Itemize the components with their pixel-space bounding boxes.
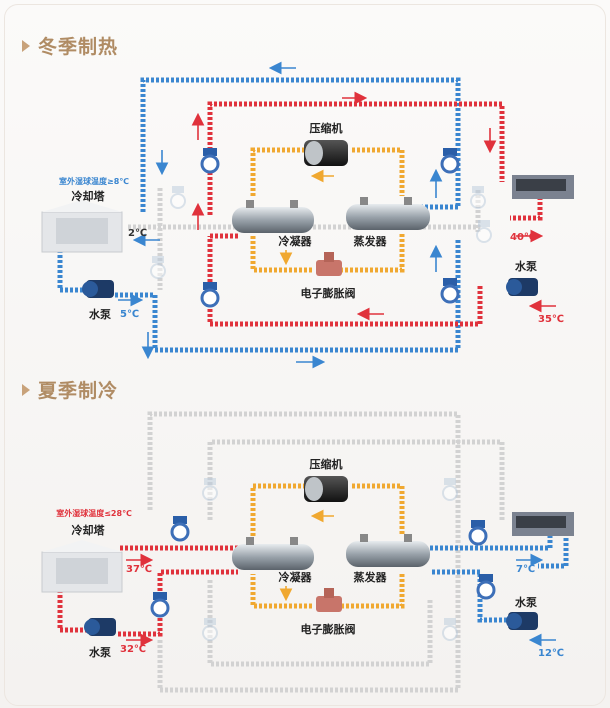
temp-label: 7℃ [516,564,535,575]
summer-idle-pipes [147,411,505,693]
compressor-label: 压缩机 [310,121,343,135]
temp-label: 35℃ [538,314,564,325]
summer-cooling-tower: 室外湿球温度≤28℃ 冷却塔 [41,508,132,593]
butterfly-valve-icon [170,516,190,542]
idle-valve-icon [442,478,458,501]
summer-compressor: 压缩机 [304,457,348,502]
frame-border [4,4,606,706]
winter-condenser: 冷凝器 [232,200,314,248]
winter-flow-arrows [118,61,556,369]
summer-title: 夏季制冷 [38,379,118,402]
idle-valve-icon [202,618,218,641]
summer-section: 夏季制冷 [22,379,574,693]
evaporator-label: 蒸发器 [354,570,388,584]
tower-condition-label: 室外湿球温度≥8℃ [59,176,129,186]
temp-label: 5℃ [120,309,139,320]
winter-cooling-tower: 室外湿球温度≥8℃ 冷却塔 [41,176,129,253]
idle-valve-icon [202,478,218,501]
condenser-label: 冷凝器 [279,234,313,248]
summer-pump-left: 水泵 [84,618,116,659]
summer-condenser: 冷凝器 [232,537,314,584]
summer-refrigerant-loop [250,483,405,609]
summer-fan-coil [512,512,574,536]
summer-cold-loop [430,528,569,623]
winter-valves [150,148,492,308]
tower-condition-label: 室外湿球温度≤28℃ [56,508,132,518]
temp-label: 32℃ [120,644,146,655]
evaporator-label: 蒸发器 [354,234,388,248]
temp-label: 12℃ [538,648,564,659]
pump-label: 水泵 [89,307,111,321]
idle-valve-icon [442,618,458,641]
summer-flow-arrows [126,509,556,647]
butterfly-valve-icon [440,278,460,304]
butterfly-valve-icon [440,148,460,174]
butterfly-valve-icon [200,282,220,308]
pump-label: 水泵 [515,595,537,609]
winter-title: 冬季制热 [38,35,118,58]
title-marker-icon [22,384,30,396]
butterfly-valve-icon [200,148,220,174]
winter-pump-right: 水泵 [506,259,538,296]
compressor-label: 压缩机 [310,457,343,471]
butterfly-valve-icon [468,520,488,546]
cooling-tower-label: 冷却塔 [72,189,106,203]
summer-evaporator: 蒸发器 [346,534,430,584]
winter-compressor: 压缩机 [304,121,348,166]
idle-valve-icon [150,256,166,279]
cooling-tower-label: 冷却塔 [72,523,106,537]
winter-evaporator: 蒸发器 [346,197,430,248]
winter-refrigerant-loop [250,147,405,273]
butterfly-valve-icon [150,592,170,618]
pump-label: 水泵 [89,645,111,659]
summer-expansion-valve: 电子膨胀阀 [301,588,356,636]
expansion-valve-label: 电子膨胀阀 [301,622,356,636]
condenser-label: 冷凝器 [279,570,313,584]
temp-label: 40℃ [510,232,536,243]
winter-expansion-valve: 电子膨胀阀 [301,252,356,300]
temp-label: 2℃ [128,228,147,239]
idle-valve-icon [170,186,186,209]
winter-pump-left: 水泵 [82,280,114,321]
butterfly-valve-icon [476,574,496,600]
summer-pump-right: 水泵 [506,595,538,630]
idle-valve-icon [476,220,492,243]
winter-fan-coil [512,175,574,199]
winter-section: 冬季制热 [22,35,574,369]
idle-valve-icon [470,186,486,209]
temp-label: 37℃ [126,564,152,575]
title-marker-icon [22,40,30,52]
pump-label: 水泵 [515,259,537,273]
summer-valves [150,478,496,641]
expansion-valve-label: 电子膨胀阀 [301,286,356,300]
